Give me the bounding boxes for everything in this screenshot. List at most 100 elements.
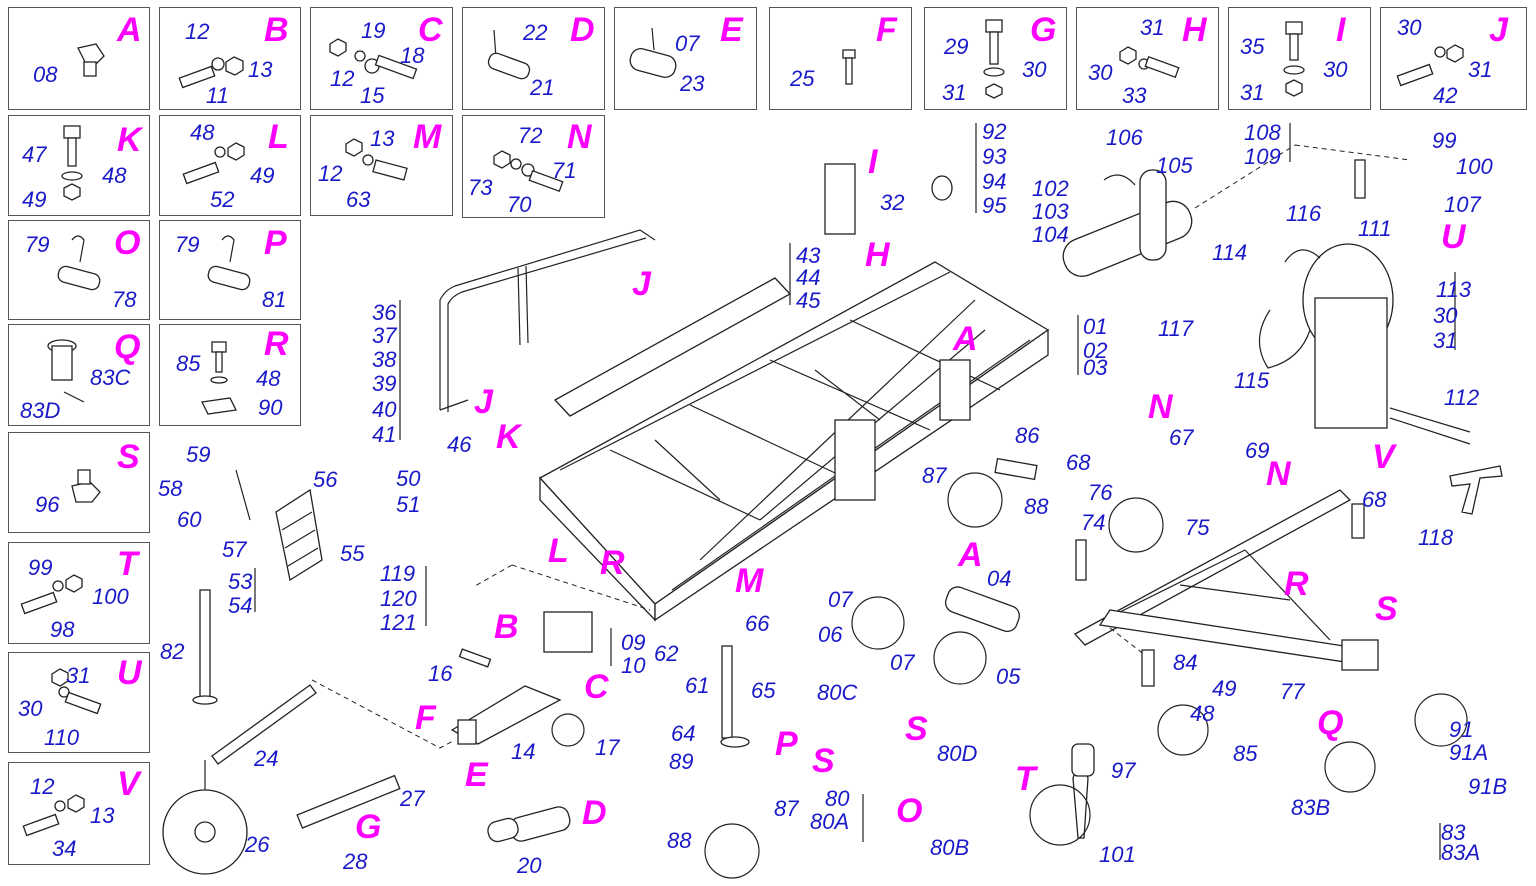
part-number-callout: 80 (825, 786, 850, 811)
part-number-callout: 101 (1099, 842, 1136, 867)
hardware-box-q (8, 324, 150, 426)
box-o-letter: O (114, 224, 140, 262)
jack-leg (192, 589, 750, 748)
box-g-part-number: 29 (943, 34, 968, 59)
box-e-part-number: 23 (679, 71, 705, 96)
part-number-callout: 28 (342, 849, 368, 874)
box-k-part-number: 48 (102, 163, 127, 188)
part-number-callout: 10 (621, 653, 646, 678)
part-number-callout: 66 (745, 611, 770, 636)
part-number-callout: 116 (1286, 201, 1322, 226)
assembly-letter-callout: S (1375, 590, 1398, 628)
part-number-callout: 117 (1158, 316, 1194, 341)
box-u-part-number: 31 (66, 663, 90, 688)
box-l-letter: L (268, 118, 289, 156)
part-number-callout: 20 (516, 853, 542, 878)
part-number-callout: 103 (1032, 199, 1069, 224)
part-number-callout: 108 (1244, 120, 1281, 145)
part-number-callout: 01 (1083, 314, 1107, 339)
box-m-part-number: 12 (318, 161, 342, 186)
cylinders (487, 586, 1020, 843)
part-number-callout: 102 (1032, 176, 1069, 201)
part-number-callout: 41 (372, 422, 396, 447)
part-number-callout: 83A (1441, 840, 1480, 865)
part-number-callout: 07 (890, 650, 915, 675)
part-number-callout: 62 (654, 641, 678, 666)
part-number-callout: 17 (595, 735, 620, 760)
part-number-callout: 48 (1190, 701, 1215, 726)
box-l-part-number: 52 (210, 187, 234, 212)
part-number-callout: 100 (1456, 154, 1493, 179)
box-a-letter: A (116, 11, 142, 49)
box-r-part-number: 48 (256, 366, 281, 391)
box-h-letter: H (1182, 11, 1208, 49)
box-q-letter: Q (114, 328, 140, 366)
part-number-callout: 50 (396, 466, 421, 491)
assembly-letter-callout: A (957, 536, 983, 574)
assembly-letter-callout: A (952, 320, 978, 358)
box-s-letter: S (117, 438, 140, 476)
assembly-letter-callout: P (775, 725, 798, 763)
box-u-part-number: 110 (44, 725, 80, 750)
part-number-callout: 07 (828, 587, 853, 612)
box-p-part-number: 79 (175, 232, 199, 257)
part-number-callout: 91A (1449, 740, 1488, 765)
assembly-letter-callout: B (494, 608, 519, 646)
box-r-letter: R (264, 325, 289, 363)
assembly-letter-callout: N (1148, 388, 1174, 426)
assembly-letter-callout: J (632, 265, 652, 303)
hitch-arm (450, 685, 562, 745)
assembly-letter-callout: R (600, 544, 625, 582)
box-t-part-number: 100 (92, 584, 129, 609)
part-number-callout: 60 (177, 507, 202, 532)
box-b-part-number: 13 (248, 57, 273, 82)
assembly-letter-callout: V (1372, 438, 1398, 476)
hitch-drawbar (1073, 489, 1379, 671)
assembly-letter-callout: O (896, 792, 922, 830)
hardware-box-h (1076, 7, 1219, 110)
part-number-callout: 56 (313, 467, 338, 492)
part-number-callout: 112 (1444, 385, 1479, 410)
part-number-callout: 04 (987, 566, 1011, 591)
part-number-callout: 75 (1185, 515, 1210, 540)
part-number-callout: 30 (1433, 303, 1458, 328)
box-k-part-number: 49 (22, 187, 46, 212)
hardware-box-l (159, 115, 301, 216)
part-number-callout: 36 (372, 300, 397, 325)
part-number-callout: 104 (1032, 222, 1069, 247)
box-s-part-number: 96 (35, 492, 60, 517)
box-n-letter: N (567, 118, 593, 156)
assembly-letter-callout: Q (1317, 704, 1343, 742)
part-number-callout: 64 (671, 721, 695, 746)
box-f-part-number: 25 (789, 66, 815, 91)
part-number-callout: 106 (1106, 125, 1143, 150)
box-i-part-number: 35 (1240, 34, 1265, 59)
box-c-part-number: 15 (360, 83, 385, 108)
box-e-part-number: 07 (675, 31, 700, 56)
box-b-part-number: 12 (185, 19, 209, 44)
box-d-part-number: 22 (522, 20, 547, 45)
hardware-box-d (462, 7, 605, 110)
dash-lines (311, 144, 1411, 749)
blower-assembly (1258, 243, 1471, 445)
box-u-part-number: 30 (18, 696, 43, 721)
part-number-callout: 09 (621, 630, 645, 655)
box-r-part-number: 90 (258, 395, 283, 420)
box-t-part-number: 98 (50, 617, 75, 642)
part-number-callout: 109 (1244, 144, 1281, 169)
assembly-letter-callout: R (1284, 565, 1309, 603)
assembly-letter-callout: F (415, 699, 437, 737)
part-number-callout: 119 (380, 561, 415, 586)
part-number-callout: 87 (774, 796, 799, 821)
box-n-part-number: 73 (468, 175, 493, 200)
assembly-letter-callout: L (548, 532, 569, 570)
box-o-part-number: 78 (112, 287, 137, 312)
box-p-part-number: 81 (262, 287, 286, 312)
part-number-callout: 87 (922, 463, 947, 488)
part-number-callout: 59 (186, 442, 210, 467)
part-number-callout: 114 (1212, 240, 1247, 265)
box-b-part-number: 11 (206, 83, 229, 108)
box-p-letter: P (264, 224, 287, 262)
